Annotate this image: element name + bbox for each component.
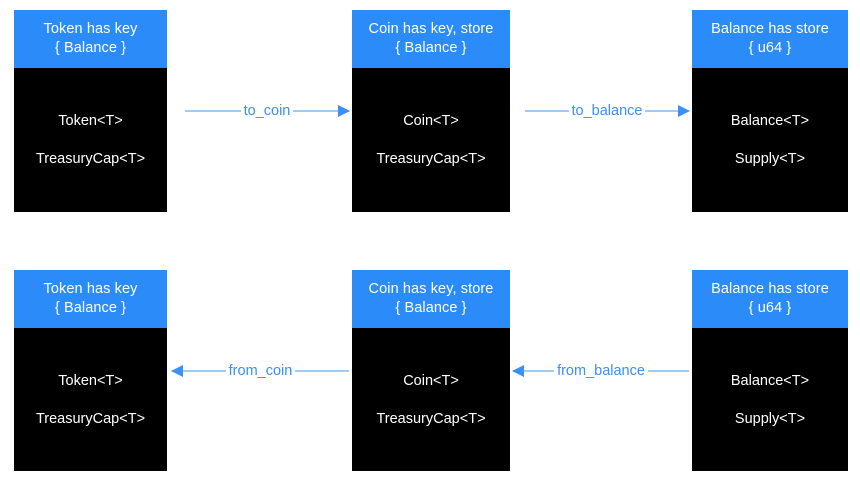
node-balance-bottom-body-line-1: Balance<T> [730,372,810,389]
node-token-top-body-line-2: TreasuryCap<T> [35,151,146,167]
node-token-bottom-body-line-2: TreasuryCap<T> [35,410,146,427]
edge-from-balance[interactable]: from_balance [512,360,689,382]
edge-to-coin[interactable]: to_coin [185,100,350,122]
node-token-top-header: Token has key { Balance } [14,10,167,68]
node-coin-top-header: Coin has key, store { Balance } [352,10,510,68]
node-coin-bottom-header: Coin has key, store { Balance } [352,270,510,328]
edge-from-balance-label: from_balance [554,362,648,380]
node-balance-top-header: Balance has store { u64 } [692,10,848,68]
node-token-top-body: Token<T> TreasuryCap<T> [14,68,167,212]
node-token-top-body-line-1: Token<T> [58,113,123,129]
edge-to-balance-label: to_balance [568,102,646,120]
node-balance-bottom-body: Balance<T> Supply<T> [692,328,848,471]
node-coin-bottom-body: Coin<T> TreasuryCap<T> [352,328,510,471]
node-coin-top-body: Coin<T> TreasuryCap<T> [352,68,510,212]
node-token-bottom-body: Token<T> TreasuryCap<T> [14,328,167,471]
node-balance-top[interactable]: Balance has store { u64 } Balance<T> Sup… [692,10,848,212]
node-token-top[interactable]: Token has key { Balance } Token<T> Treas… [14,10,167,212]
arrow-right-icon [678,105,690,117]
node-token-bottom-body-line-1: Token<T> [58,372,123,389]
node-balance-bottom-body-line-2: Supply<T> [734,410,806,427]
node-balance-bottom[interactable]: Balance has store { u64 } Balance<T> Sup… [692,270,848,471]
edge-from-coin-label: from_coin [225,362,296,380]
node-coin-top-body-line-1: Coin<T> [403,113,459,129]
node-balance-top-body-line-2: Supply<T> [734,151,806,167]
arrow-right-icon [338,105,350,117]
edge-to-coin-label: to_coin [240,102,294,120]
node-token-bottom-header: Token has key { Balance } [14,270,167,328]
node-coin-bottom-body-line-2: TreasuryCap<T> [376,410,486,427]
node-coin-bottom[interactable]: Coin has key, store { Balance } Coin<T> … [352,270,510,471]
arrow-left-icon [512,365,524,377]
node-balance-top-body: Balance<T> Supply<T> [692,68,848,212]
node-balance-bottom-header: Balance has store { u64 } [692,270,848,328]
node-coin-top[interactable]: Coin has key, store { Balance } Coin<T> … [352,10,510,212]
arrow-left-icon [171,365,183,377]
node-balance-top-body-line-1: Balance<T> [730,113,810,129]
node-coin-top-body-line-2: TreasuryCap<T> [376,151,486,167]
node-token-bottom[interactable]: Token has key { Balance } Token<T> Treas… [14,270,167,471]
edge-to-balance[interactable]: to_balance [525,100,690,122]
edge-from-coin[interactable]: from_coin [171,360,349,382]
node-coin-bottom-body-line-1: Coin<T> [403,372,459,389]
